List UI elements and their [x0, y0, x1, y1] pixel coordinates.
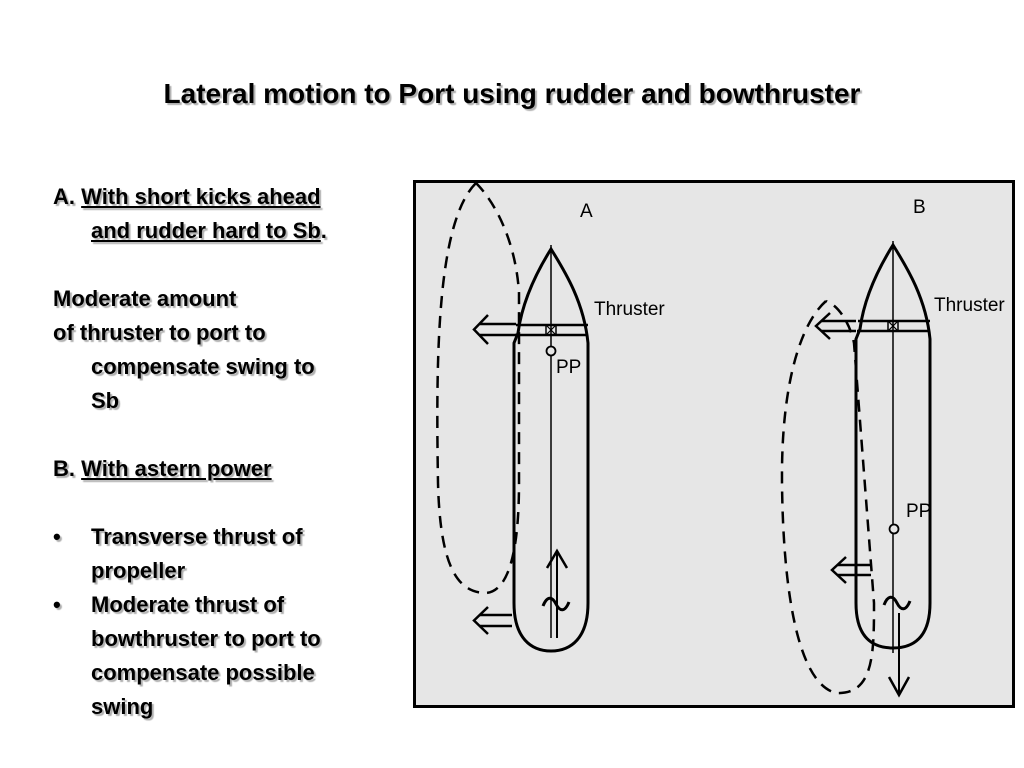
section-a-heading: A. With short kicks ahead [53, 180, 413, 214]
section-a-heading-tail: . [320, 218, 327, 243]
propeller-icon [882, 595, 912, 611]
diagram-svg: A Thruster PP [436, 183, 1005, 698]
section-a-marker: A. [53, 184, 75, 209]
pivot-point-icon [888, 523, 900, 535]
section-a-para-line2: of thruster to port to [53, 320, 266, 345]
bullet-line: Moderate thrust of [91, 592, 285, 617]
section-a-para-line3: compensate swing to [91, 354, 315, 379]
section-a-heading-line1: With short kicks ahead [81, 184, 321, 209]
ahead-arrow-icon [545, 548, 569, 638]
section-a-para-line1: Moderate amount [53, 286, 237, 311]
thruster-force-arrow-icon [472, 314, 516, 345]
stern-force-arrow-icon [472, 606, 512, 635]
ship-a: A Thruster PP [436, 183, 665, 653]
thruster-icon [545, 324, 557, 336]
section-b-heading-text: With astern power [81, 456, 272, 481]
bullet-line: swing [91, 694, 154, 719]
ship-b-pivot-label: PP [906, 501, 931, 522]
stern-force-arrow-icon [830, 556, 871, 584]
ship-a-pivot-label: PP [556, 357, 581, 378]
pivot-point-icon [545, 345, 557, 357]
section-b-heading: B. With astern power [53, 452, 413, 486]
ship-b-swing-path [780, 299, 876, 695]
ship-a-hull [512, 246, 590, 653]
ship-b-thruster-label: Thruster [934, 295, 1005, 316]
ship-b-label: B [913, 197, 926, 218]
text-column: A. With short kicks ahead and rudder har… [53, 180, 413, 724]
astern-arrow-icon [887, 613, 911, 698]
bullet-line: bowthruster to port to [91, 626, 321, 651]
bullet-line: propeller [91, 558, 186, 583]
ship-b: B Thruster PP [780, 197, 1005, 698]
bullet-line: Transverse thrust of [91, 524, 303, 549]
thruster-icon [887, 320, 899, 332]
bullet-item: • Moderate thrust of bowthruster to port… [53, 588, 413, 724]
ship-a-thruster-label: Thruster [594, 299, 665, 320]
section-a-para-line4: Sb [91, 388, 120, 413]
slide-title: Lateral motion to Port using rudder and … [163, 78, 861, 109]
ship-a-label: A [580, 201, 593, 222]
section-b-marker: B. [53, 456, 75, 481]
maneuver-diagram: A Thruster PP [413, 180, 1015, 708]
ship-b-hull [854, 242, 932, 650]
bullet-dot: • [53, 524, 61, 549]
propeller-icon [541, 596, 571, 612]
bullet-line: compensate possible [91, 660, 315, 685]
ship-a-swing-path [436, 183, 521, 595]
section-a-heading-second: and rudder hard to Sb. [53, 214, 413, 248]
thruster-force-arrow-icon [814, 312, 856, 340]
section-a-heading-line2: and rudder hard to Sb [91, 218, 321, 243]
bullet-dot: • [53, 592, 61, 617]
bullet-item: • Transverse thrust of propeller [53, 520, 413, 588]
